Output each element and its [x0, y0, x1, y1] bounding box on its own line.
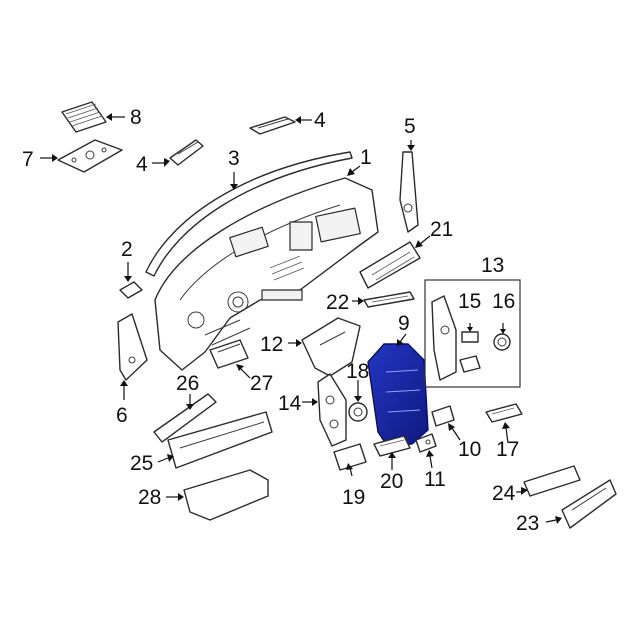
part-17-vent: [485, 403, 523, 423]
callout-18: 18: [346, 360, 369, 383]
callout-4-right: 4: [314, 109, 326, 132]
part-11-switch: [415, 433, 437, 453]
part-27-switch-panel: [209, 339, 249, 369]
callout-17: 17: [496, 438, 519, 461]
part-10-switch: [431, 405, 455, 427]
part-6-side-cover: [117, 313, 148, 381]
callout-11: 11: [424, 468, 446, 491]
callout-19: 19: [342, 486, 365, 509]
part-5-pillar-trim: [399, 151, 419, 233]
part-22-duct: [363, 291, 415, 308]
callout-13: 13: [481, 254, 504, 277]
part-7-plate: [57, 139, 123, 173]
callout-6: 6: [116, 404, 128, 427]
part-3-defroster-strip: [145, 151, 353, 277]
part-8-panel: [61, 101, 107, 133]
part-24-glove-box-door: [523, 465, 581, 497]
part-28-lower-panel: [183, 469, 269, 521]
callout-5: 5: [404, 115, 416, 138]
part-18-knob: [348, 402, 368, 422]
callout-10: 10: [458, 438, 481, 461]
callout-8: 8: [130, 106, 142, 129]
callout-16: 16: [492, 290, 515, 313]
part-1-instrument-panel: [154, 177, 379, 371]
callout-23: 23: [516, 512, 539, 535]
callout-15: 15: [458, 290, 481, 313]
part-13-group-box: [424, 279, 521, 388]
callout-9: 9: [398, 312, 410, 335]
callout-2: 2: [121, 238, 133, 261]
part-20-tray: [373, 435, 411, 457]
callout-1: 1: [360, 146, 372, 169]
part-23-glove-box: [561, 479, 617, 529]
callout-12: 12: [260, 333, 283, 356]
callout-3: 3: [228, 147, 240, 170]
callout-20: 20: [380, 470, 403, 493]
part-12-cluster-bezel: [301, 317, 361, 377]
callout-21: 21: [430, 218, 453, 241]
leader-lines: [40, 113, 562, 524]
part-4-right-trim: [249, 116, 296, 135]
callout-14: 14: [278, 392, 302, 415]
part-19-bracket: [333, 443, 367, 471]
part-14-center-bezel: [317, 373, 347, 447]
part-2-clip: [119, 281, 143, 299]
callout-4-left: 4: [136, 153, 148, 176]
part-9-center-bezel-highlighted: [367, 343, 429, 445]
callout-22: 22: [326, 291, 349, 314]
callout-26: 26: [176, 372, 199, 395]
callout-28: 28: [138, 486, 161, 509]
part-4-left-trim: [169, 139, 204, 166]
callout-25: 25: [130, 452, 153, 475]
callout-labels: 8 7 4 4 3 1 5 2 21 13 22 15 16 9 12 18 2…: [22, 106, 539, 535]
callout-7: 7: [22, 148, 34, 171]
part-21-vent: [359, 241, 421, 289]
callout-24: 24: [492, 482, 516, 505]
part-25-knee-bolster: [167, 411, 273, 469]
callout-27: 27: [250, 372, 273, 395]
